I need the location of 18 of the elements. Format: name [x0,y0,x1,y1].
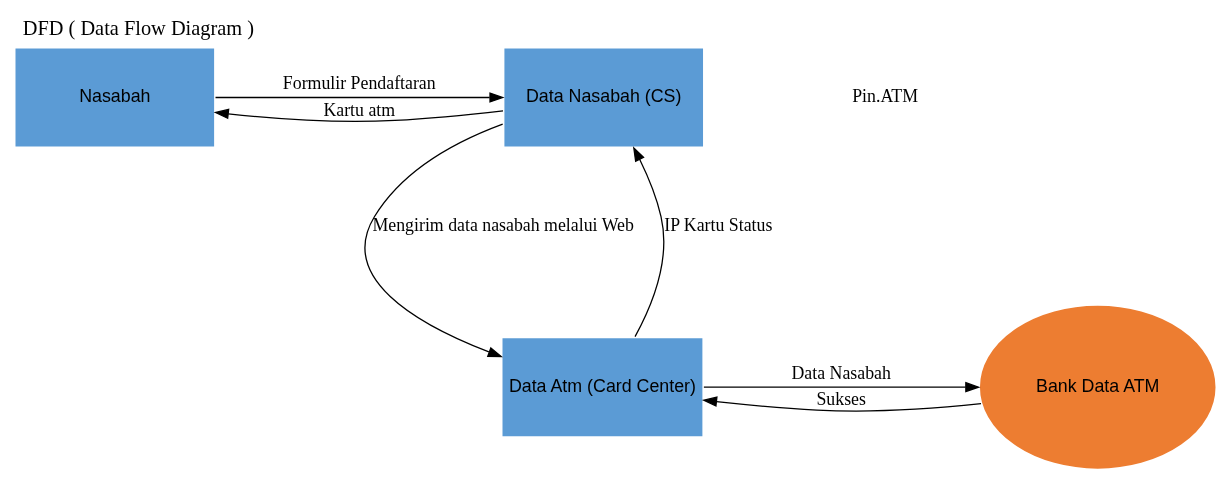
edge-label: Kartu atm [323,99,396,120]
node-box: Data Atm (Card Center) [499,335,705,439]
arrow [364,123,504,357]
diagram-title: DFD ( Data Flow Diagram ) [22,16,254,39]
node-box: Nasabah [12,45,217,149]
label: Pin.ATM [852,85,919,106]
arrow [703,381,981,392]
edge-label: Data Nasabah [791,361,891,382]
arrow [701,395,982,412]
arrow [632,145,665,337]
arrow [213,108,504,122]
edge-label: Formulir Pendaftaran [282,72,436,93]
node-ellipse: Bank Data ATM [977,302,1219,471]
edge-label: Sukses [816,388,866,409]
edge-label: IP Kartu Status [664,214,773,235]
arrow [214,91,505,103]
edge-label: Mengirim data nasabah melalui Web [372,214,634,235]
node-box: Data Nasabah (CS) [501,45,706,149]
